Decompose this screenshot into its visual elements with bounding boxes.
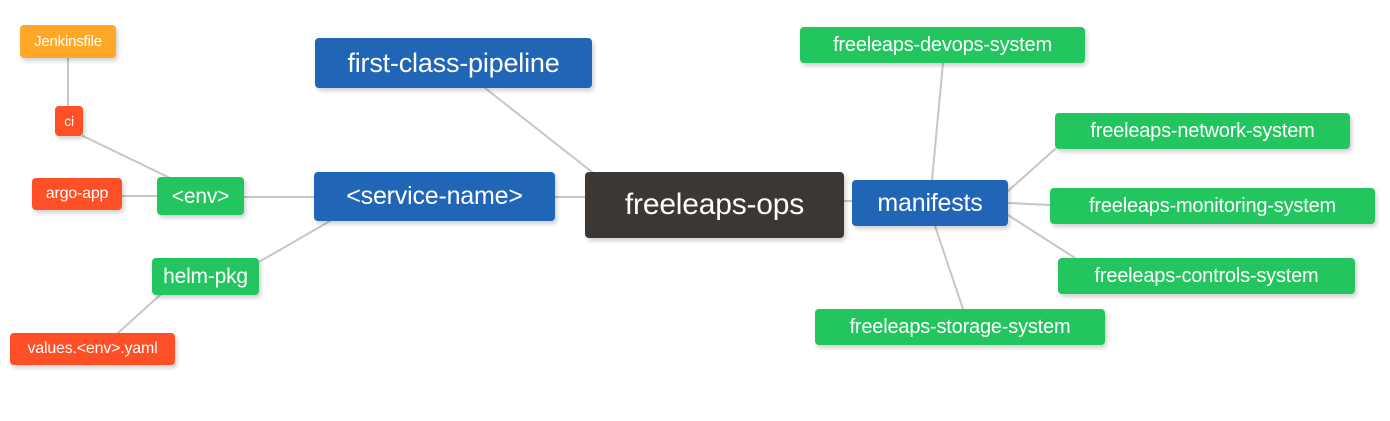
node-label-service-name: <service-name>	[346, 182, 523, 210]
node-ci[interactable]: ci	[55, 106, 83, 136]
node-first-class-pipeline[interactable]: first-class-pipeline	[315, 38, 592, 88]
node-freeleaps-controls-system[interactable]: freeleaps-controls-system	[1058, 258, 1355, 294]
node-label-freeleaps-devops-system: freeleaps-devops-system	[833, 34, 1052, 56]
node-freeleaps-monitoring-system[interactable]: freeleaps-monitoring-system	[1050, 188, 1375, 224]
node-jenkinsfile[interactable]: Jenkinsfile	[20, 25, 116, 58]
node-label-freeleaps-storage-system: freeleaps-storage-system	[849, 316, 1071, 338]
node-argo-app[interactable]: argo-app	[32, 178, 122, 210]
edge-helm-pkg-to-values-yaml	[117, 294, 161, 334]
node-manifests[interactable]: manifests	[852, 180, 1008, 226]
node-helm-pkg[interactable]: helm-pkg	[152, 258, 259, 295]
node-label-first-class-pipeline: first-class-pipeline	[347, 47, 560, 78]
node-service-name[interactable]: <service-name>	[314, 172, 555, 221]
edge-manifests-to-freeleaps-storage-system	[934, 225, 964, 310]
node-label-jenkinsfile: Jenkinsfile	[34, 33, 102, 50]
node-label-manifests: manifests	[877, 188, 983, 217]
edge-env-to-ci	[82, 135, 169, 178]
node-label-freeleaps-ops: freeleaps-ops	[624, 188, 805, 221]
edge-manifests-to-freeleaps-network-system	[1007, 148, 1056, 192]
node-label-helm-pkg: helm-pkg	[163, 265, 248, 288]
node-label-freeleaps-monitoring-system: freeleaps-monitoring-system	[1089, 195, 1336, 217]
edge-service-name-to-helm-pkg	[258, 220, 331, 263]
edge-freeleaps-ops-to-first-class-pipeline	[484, 87, 593, 173]
node-label-env: <env>	[171, 184, 230, 208]
node-freeleaps-ops[interactable]: freeleaps-ops	[585, 172, 844, 238]
node-label-ci: ci	[64, 113, 74, 129]
node-freeleaps-storage-system[interactable]: freeleaps-storage-system	[815, 309, 1105, 345]
node-freeleaps-network-system[interactable]: freeleaps-network-system	[1055, 113, 1350, 149]
node-label-values-yaml: values.<env>.yaml	[27, 340, 158, 357]
node-label-freeleaps-controls-system: freeleaps-controls-system	[1094, 265, 1319, 287]
node-label-argo-app: argo-app	[45, 185, 109, 202]
edge-manifests-to-freeleaps-devops-system	[931, 62, 944, 181]
edge-manifests-to-freeleaps-monitoring-system	[1007, 202, 1051, 206]
node-label-freeleaps-network-system: freeleaps-network-system	[1090, 120, 1315, 142]
node-env[interactable]: <env>	[157, 177, 244, 215]
node-values-yaml[interactable]: values.<env>.yaml	[10, 333, 175, 365]
node-freeleaps-devops-system[interactable]: freeleaps-devops-system	[800, 27, 1085, 63]
